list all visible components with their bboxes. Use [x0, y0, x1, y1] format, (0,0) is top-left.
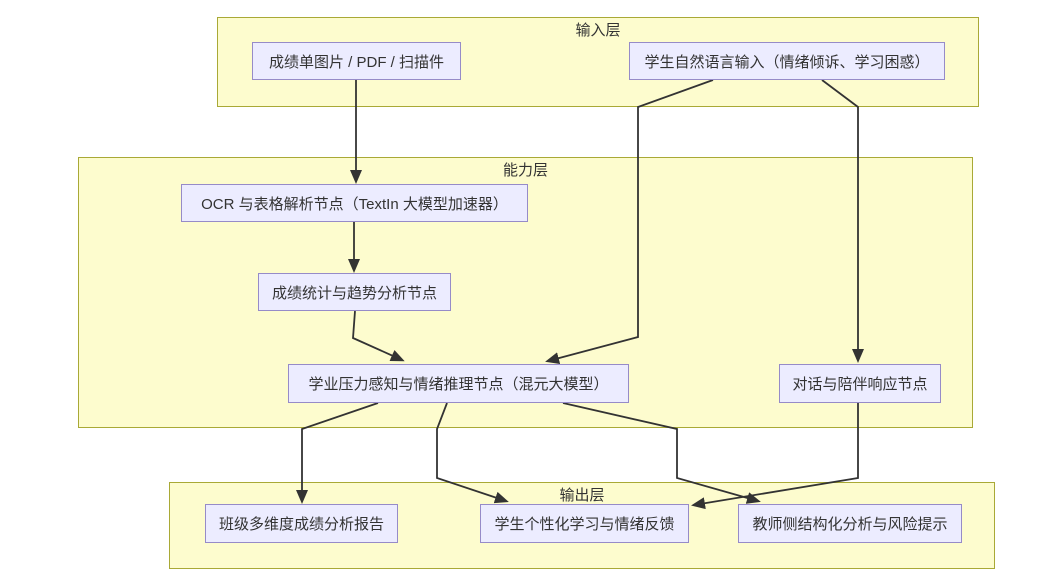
layer-input-label: 输入层 [575, 22, 621, 39]
node-ocr: OCR 与表格解析节点（TextIn 大模型加速器） [181, 184, 528, 222]
node-dialog: 对话与陪伴响应节点 [779, 364, 941, 403]
node-stats: 成绩统计与趋势分析节点 [258, 273, 451, 311]
node-pressure: 学业压力感知与情绪推理节点（混元大模型） [288, 364, 629, 403]
node-student-feedback: 学生个性化学习与情绪反馈 [480, 504, 689, 543]
node-report-input: 成绩单图片 / PDF / 扫描件 [252, 42, 461, 80]
node-teacher-analysis: 教师侧结构化分析与风险提示 [738, 504, 962, 543]
layer-capability-label: 能力层 [502, 162, 549, 179]
node-class-report: 班级多维度成绩分析报告 [205, 504, 398, 543]
layer-output-label: 输出层 [559, 487, 605, 504]
node-nl-input: 学生自然语言输入（情绪倾诉、学习困惑） [629, 42, 945, 80]
